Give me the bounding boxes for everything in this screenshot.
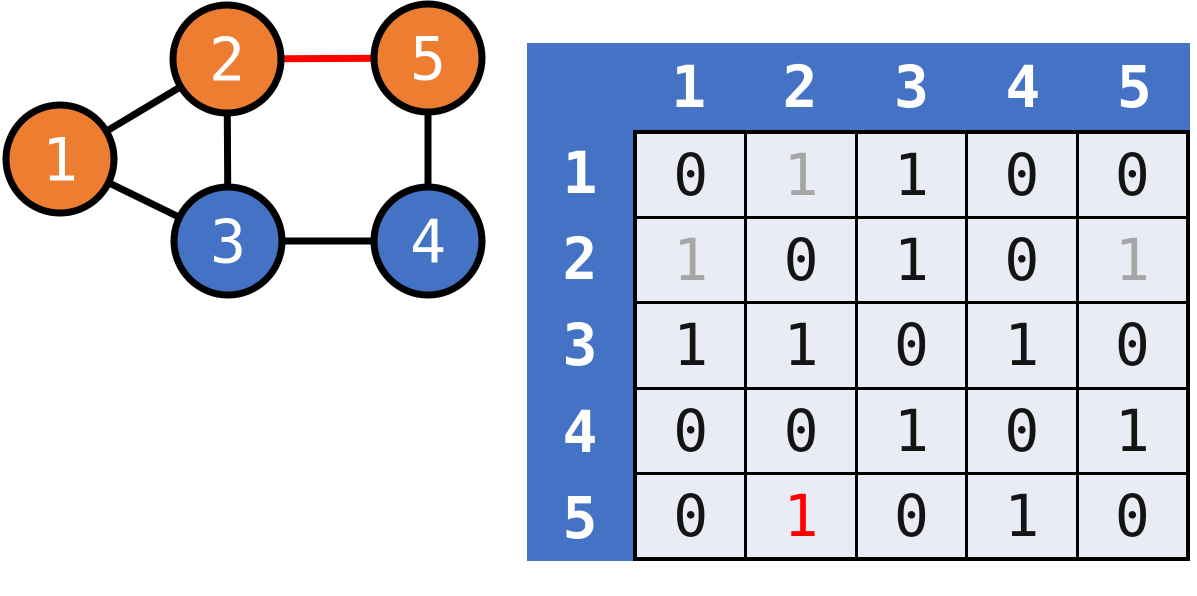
graph-node-label-3: 3 <box>210 208 246 278</box>
matrix-cell-r3-c2: 1 <box>747 304 855 387</box>
matrix-cell-r2-c5: 1 <box>1078 219 1186 302</box>
matrix-cell-r4-c3: 1 <box>857 389 966 472</box>
matrix-cell-r3-c1: 1 <box>637 304 745 387</box>
matrix-cell-r4-c4: 0 <box>968 389 1076 472</box>
matrix-cell-r1-c3: 1 <box>857 134 966 217</box>
matrix-cell-r2-c3: 1 <box>857 219 966 302</box>
matrix-column-headers: 1 2 3 4 5 <box>633 43 1190 130</box>
graph-node-label-5: 5 <box>410 25 446 95</box>
graph-node-label-1: 1 <box>42 126 78 196</box>
matrix-cell-r2-c4: 0 <box>968 219 1076 302</box>
matrix-cell-r1-c2: 1 <box>747 134 855 217</box>
graph-node-4 <box>370 183 486 299</box>
matrix-cell-r3-c4: 1 <box>968 304 1076 387</box>
graph-node-2 <box>169 1 285 117</box>
matrix-cell-r5-c3: 0 <box>857 474 966 557</box>
matrix-cell-r4-c2: 0 <box>747 389 855 472</box>
matrix-column-header-5: 5 <box>1116 52 1152 121</box>
matrix-column-header-1: 1 <box>671 52 707 121</box>
matrix-column-header-3: 3 <box>894 52 929 121</box>
matrix-cell-r1-c4: 0 <box>968 134 1076 217</box>
graph-canvas: 1 2 3 4 5 <box>2 0 486 299</box>
graph-node-label-4: 4 <box>410 208 446 278</box>
matrix-column-header-2: 2 <box>782 52 818 121</box>
matrix-row-header-1: 1 <box>562 139 598 208</box>
graph-node-5 <box>370 0 486 116</box>
matrix-column-header-4: 4 <box>1005 52 1041 121</box>
matrix-cell-r3-c3: 0 <box>857 304 966 387</box>
matrix-cell-r2-c1: 1 <box>637 219 745 302</box>
matrix-cell-r1-c1: 0 <box>637 134 745 217</box>
matrix-cell-r4-c1: 0 <box>637 389 745 472</box>
matrix-cell-r1-c5: 0 <box>1078 134 1186 217</box>
graph-node-3 <box>170 183 286 299</box>
graph-node-label-2: 2 <box>209 26 245 96</box>
matrix-row-header-2: 2 <box>562 225 598 294</box>
matrix-cell-r5-c1: 0 <box>637 474 745 557</box>
matrix-cell-r5-c5: 0 <box>1078 474 1186 557</box>
matrix-cell-r2-c2: 0 <box>747 219 855 302</box>
matrix-row-header-3: 3 <box>562 311 598 380</box>
matrix-row-headers: 1 2 3 4 5 <box>527 130 633 561</box>
matrix-row-header-4: 4 <box>562 397 598 466</box>
matrix-cell-r5-c4: 1 <box>968 474 1076 557</box>
graph-node-1 <box>2 101 118 217</box>
matrix-row-header-5: 5 <box>562 483 598 552</box>
matrix-cell-r5-c2: 1 <box>747 474 855 557</box>
matrix-cell-r4-c5: 1 <box>1078 389 1186 472</box>
matrix-cell-r3-c5: 0 <box>1078 304 1186 387</box>
